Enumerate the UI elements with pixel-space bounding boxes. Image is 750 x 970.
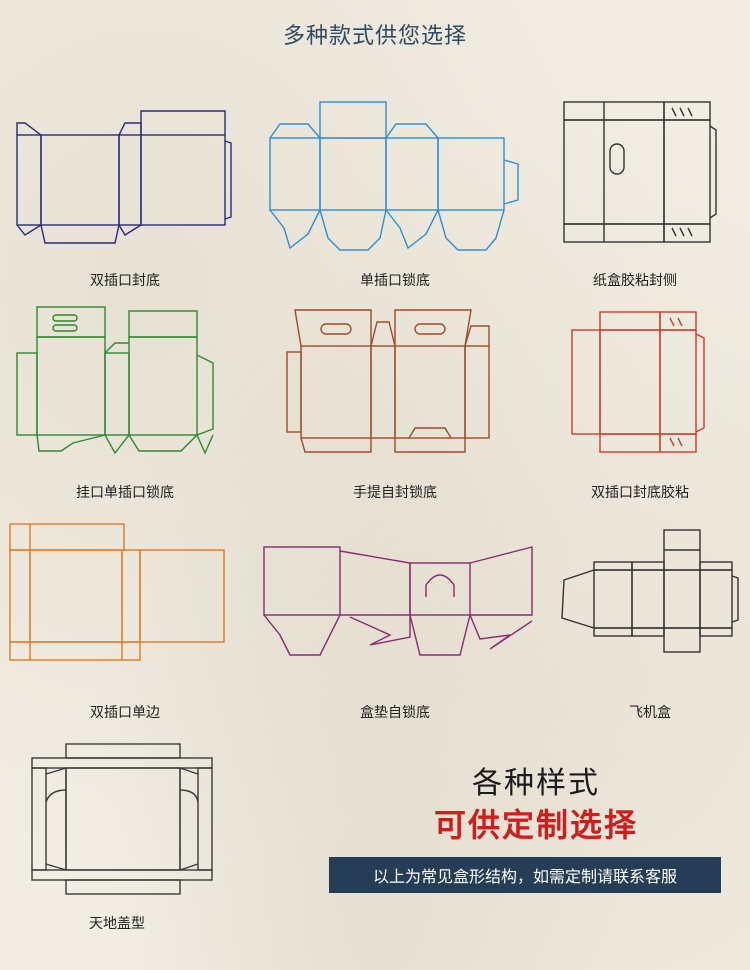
label-double-tuck-glued: 双插口封底胶粘 bbox=[591, 485, 689, 501]
label-handle-self-lock-bottom: 手提自封锁底 bbox=[353, 485, 437, 501]
label-glued-side-box: 纸盒胶粘封侧 bbox=[593, 273, 677, 289]
label-insert-self-lock-bottom: 盒垫自锁底 bbox=[360, 705, 430, 721]
promo-line-1: 各种样式 bbox=[472, 766, 600, 801]
label-lid-and-base: 天地盖型 bbox=[89, 916, 145, 932]
label-hang-tab-lock-bottom: 挂口单插口锁底 bbox=[76, 485, 174, 501]
label-airplane-box: 飞机盒 bbox=[629, 705, 671, 721]
label-double-tuck-bottom: 双插口封底 bbox=[90, 273, 160, 289]
contact-banner: 以上为常见盒形结构，如需定制请联系客服 bbox=[329, 857, 721, 893]
label-single-tuck-lock-bottom: 单插口锁底 bbox=[360, 273, 430, 289]
label-double-tuck-single-side: 双插口单边 bbox=[90, 705, 160, 721]
promo-line-2: 可供定制选择 bbox=[433, 806, 638, 844]
page-title: 多种款式供您选择 bbox=[282, 24, 467, 49]
